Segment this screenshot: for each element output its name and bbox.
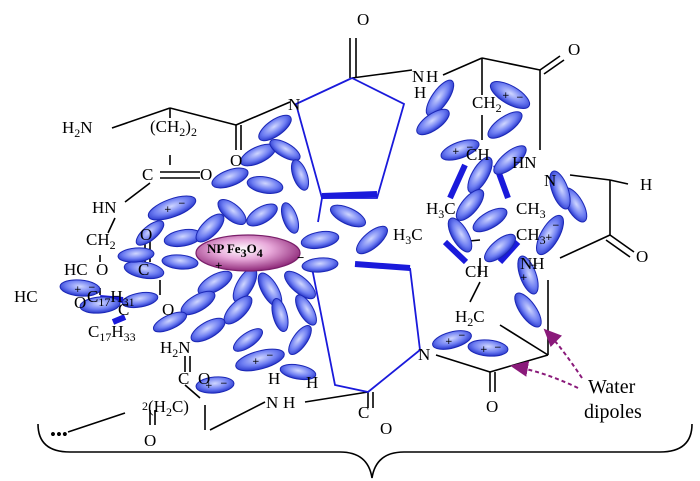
svg-text:−: − bbox=[530, 261, 538, 271]
label-c17h31: C17H31 bbox=[87, 287, 135, 309]
atom-o-lower: O bbox=[198, 369, 210, 388]
atom-h-top: H bbox=[426, 67, 438, 86]
water-dipoles bbox=[59, 79, 588, 394]
atom-o-ester4: O bbox=[162, 300, 174, 319]
svg-text:+: + bbox=[452, 147, 460, 157]
atom-h-right: H bbox=[640, 175, 652, 194]
np-minus: − bbox=[297, 250, 304, 265]
svg-text:−: − bbox=[88, 283, 96, 293]
svg-text:+: + bbox=[502, 91, 510, 101]
atom-h-bottom1: H bbox=[268, 369, 280, 388]
water-dipoles-annotation: Water dipoles bbox=[510, 328, 642, 423]
atom-o-bottom: O bbox=[380, 419, 392, 438]
label-ch2-chain: (CH2)2 bbox=[150, 117, 197, 139]
label-h2n-left: H2N bbox=[62, 118, 93, 140]
svg-text:+: + bbox=[480, 345, 488, 355]
atom-h-bottom3: H bbox=[283, 393, 295, 412]
atom-o-top: O bbox=[357, 10, 369, 29]
atom-o-right-top: O bbox=[568, 40, 580, 59]
atom-o-bottom-right: O bbox=[486, 397, 498, 416]
svg-text:+: + bbox=[74, 285, 82, 295]
atom-o-left-top: O bbox=[230, 151, 242, 170]
label-h2c-chain: 2(H2C) bbox=[142, 397, 189, 419]
atom-o-right: O bbox=[636, 247, 648, 266]
label-ch3-1: CH3 bbox=[516, 199, 546, 221]
svg-text:−: − bbox=[552, 221, 560, 231]
label-ch2-top: CH2 bbox=[472, 93, 502, 115]
np-label: NP Fe3O4 bbox=[207, 241, 263, 260]
atom-o-lower-left: O bbox=[144, 431, 156, 450]
atom-c-left: C bbox=[142, 165, 153, 184]
atom-n-top: N bbox=[412, 67, 424, 86]
atom-n-pro2: N bbox=[418, 345, 430, 364]
label-ch2-left: CH2 bbox=[86, 230, 116, 252]
svg-text:−: − bbox=[220, 379, 228, 389]
label-hn-right: HN bbox=[512, 153, 537, 172]
svg-text:+: + bbox=[445, 337, 453, 347]
svg-text:−: − bbox=[266, 351, 274, 361]
chain-continuation-dots: ••• bbox=[50, 425, 68, 444]
label-h2c-right: H2C bbox=[455, 307, 485, 329]
atom-n-bottom: N bbox=[266, 393, 278, 412]
label-ch-val: CH bbox=[466, 145, 490, 164]
atom-n-right: N bbox=[544, 171, 556, 190]
label-c17h33: C17H33 bbox=[88, 322, 136, 344]
svg-text:+: + bbox=[252, 357, 260, 367]
svg-text:−: − bbox=[458, 331, 466, 341]
atom-o-ester3: O bbox=[74, 293, 86, 312]
label-h3c-1: H3C bbox=[426, 199, 456, 221]
label-h3c-2: H3C bbox=[393, 225, 423, 247]
atom-h-bottom2: H bbox=[306, 373, 318, 392]
label-ch3-2: CH3 bbox=[516, 225, 546, 247]
atom-o-ester2: O bbox=[96, 260, 108, 279]
dipole-charges: +− +− +− +− +− +− +− +− +− +− bbox=[74, 91, 560, 391]
atom-c-ester1: C bbox=[138, 260, 149, 279]
np-plus: + bbox=[215, 258, 222, 273]
svg-text:−: − bbox=[516, 93, 524, 103]
svg-text:−: − bbox=[466, 143, 474, 153]
atom-o-ester1: O bbox=[140, 225, 152, 244]
svg-text:−: − bbox=[178, 199, 186, 209]
nanoparticle: NP Fe3O4 + − bbox=[195, 234, 304, 273]
bottom-brace bbox=[37, 423, 693, 479]
svg-text:+: + bbox=[164, 205, 172, 215]
svg-text:+: + bbox=[520, 273, 528, 283]
annotation-line2: dipoles bbox=[584, 401, 642, 423]
atom-n-pro1: N bbox=[288, 95, 300, 114]
label-h2n-lower: H2N bbox=[160, 338, 191, 360]
label-hc-1: HC bbox=[64, 260, 88, 279]
label-ch-leu: CH bbox=[465, 262, 489, 281]
atom-o-left-carbonyl: O bbox=[200, 165, 212, 184]
atom-c-lower: C bbox=[178, 369, 189, 388]
label-hc-2: HC bbox=[14, 287, 38, 306]
label-hn-left: HN bbox=[92, 198, 117, 217]
svg-text:−: − bbox=[494, 343, 502, 353]
annotation-line1: Water bbox=[588, 376, 636, 398]
label-nh-right: NH bbox=[520, 254, 545, 273]
atom-c-bottom: C bbox=[358, 403, 369, 422]
svg-text:+: + bbox=[205, 381, 213, 391]
atom-c-ester2: C bbox=[118, 300, 129, 319]
atom-labels: O O N H H N CH2 CH HN N H H3C CH3 H3C CH… bbox=[14, 10, 652, 450]
svg-text:+: + bbox=[545, 233, 553, 243]
black-bonds bbox=[67, 38, 635, 433]
atom-h-top2: H bbox=[414, 83, 426, 102]
